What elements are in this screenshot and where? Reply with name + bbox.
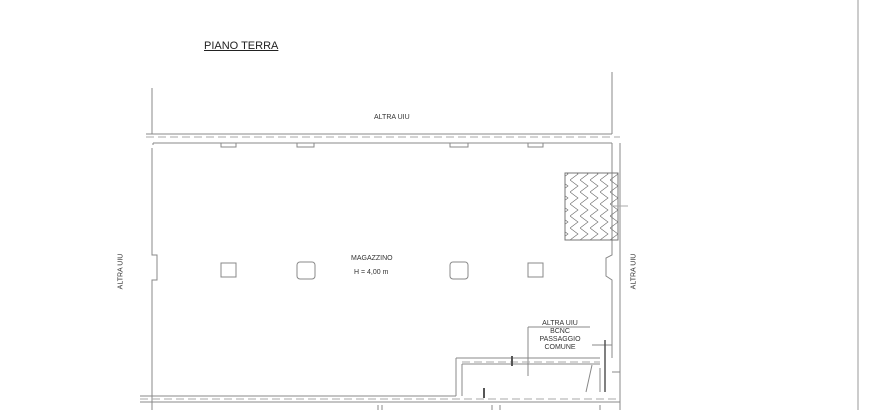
common-label-line: PASSAGGIO (539, 336, 581, 343)
common-label-line: COMUNE (544, 344, 576, 351)
top-pilaster (220, 143, 237, 148)
column (220, 262, 237, 278)
room-height: H = 4,00 m (354, 269, 389, 276)
column (527, 262, 544, 278)
plan-title: PIANO TERRA (204, 40, 279, 52)
hatched-stair-area (564, 172, 619, 241)
common-label-line: BCNC (550, 328, 570, 335)
label-left-unit: ALTRA UIU (117, 253, 125, 290)
column (296, 261, 316, 280)
common-passage-label: ALTRA UIU BCNC PASSAGGIO COMUNE (530, 320, 590, 352)
column (449, 261, 469, 280)
common-label-line: ALTRA UIU (542, 320, 578, 327)
common-passage-box (527, 326, 590, 376)
label-right-unit: ALTRA UIU (630, 253, 638, 290)
room-name: MAGAZZINO (351, 255, 393, 262)
label-top-unit: ALTRA UIU (374, 114, 410, 121)
